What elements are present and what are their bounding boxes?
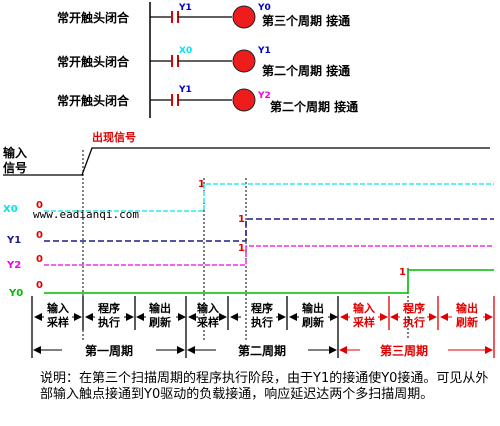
svg-text:输出: 输出 <box>149 301 171 315</box>
waveform-x0 <box>44 183 494 212</box>
output-lamp <box>232 88 256 112</box>
rung-result-label: 第二个周期 接通 <box>270 99 358 114</box>
signal-appears-label: 出现信号 <box>92 130 136 144</box>
output-lamp <box>232 5 256 29</box>
svg-text:程序: 程序 <box>403 301 425 315</box>
ladder-rung-1: 常开触头闭合 Y1 Y0 第三个周期 接通 <box>57 3 350 29</box>
contact-label: X0 <box>179 46 192 56</box>
signal-high-y0: 1 <box>399 267 406 278</box>
watermark-text: www.eadianqi.com <box>33 208 139 221</box>
contact-label: Y1 <box>178 85 192 95</box>
signal-high-x0: 1 <box>198 179 205 190</box>
signal-name-x0: X0 <box>3 204 18 215</box>
svg-text:输入: 输入 <box>197 301 219 315</box>
signal-name-y1: Y1 <box>6 235 21 246</box>
svg-text:输出: 输出 <box>456 301 478 315</box>
explanation-caption: 说明：在第三个扫描周期的程序执行阶段，由于Y1的接通使Y0接通。可见从外部输入触… <box>40 371 489 402</box>
waveform-y2 <box>44 245 494 266</box>
svg-text:刷新: 刷新 <box>149 315 171 329</box>
svg-text:输入: 输入 <box>353 301 375 315</box>
svg-text:采样: 采样 <box>46 315 69 329</box>
cycle-label-1: 第一周期 <box>85 343 133 358</box>
output-lamp <box>232 49 256 73</box>
svg-text:执行: 执行 <box>251 315 273 329</box>
rung-result-label: 第二个周期 接通 <box>262 63 350 78</box>
phase-labels-cycle-3: 输入 采样 程序 执行 输出 刷新 <box>352 301 478 329</box>
coil-label: Y2 <box>257 91 271 101</box>
signal-name-y0: Y0 <box>8 288 23 299</box>
waveform-y0 <box>44 269 494 294</box>
signal-low-y2: 0 <box>36 254 43 265</box>
signal-name-y2: Y2 <box>6 260 21 271</box>
phase-tick-lines <box>31 296 495 358</box>
ladder-rung-3: 常开触头闭合 Y1 Y2 第二个周期 接通 <box>57 85 358 114</box>
signal-high-y2: 1 <box>238 243 245 254</box>
svg-text:输出: 输出 <box>302 301 324 315</box>
coil-label: Y0 <box>257 3 271 13</box>
signal-low-y1: 0 <box>36 230 43 241</box>
ladder-rung-2: 常开触头闭合 X0 Y1 第二个周期 接通 <box>57 46 350 78</box>
svg-text:程序: 程序 <box>98 301 120 315</box>
waveform-y1 <box>44 218 494 242</box>
svg-text:采样: 采样 <box>352 315 375 329</box>
signal-low-x0: 0 <box>36 200 43 211</box>
rung-condition-label: 常开触头闭合 <box>57 54 130 69</box>
cycle-label-3: 第三周期 <box>380 343 428 358</box>
input-signal-waveform <box>3 147 490 176</box>
svg-text:刷新: 刷新 <box>456 315 478 329</box>
svg-text:刷新: 刷新 <box>302 315 324 329</box>
signal-high-y1: 1 <box>238 214 245 225</box>
coil-label: Y1 <box>257 46 271 56</box>
svg-text:执行: 执行 <box>98 315 120 329</box>
signal-low-y0: 0 <box>36 280 43 291</box>
phase-labels-cycle-1: 输入 采样 程序 执行 输出 刷新 <box>46 301 171 329</box>
rung-condition-label: 常开触头闭合 <box>57 10 130 25</box>
rung-result-label: 第三个周期 接通 <box>262 13 350 28</box>
svg-text:执行: 执行 <box>403 315 425 329</box>
rung-condition-label: 常开触头闭合 <box>57 93 130 108</box>
cycle-label-2: 第二周期 <box>238 343 286 358</box>
input-signal-label-line1: 输入 <box>3 145 27 160</box>
svg-text:采样: 采样 <box>196 315 219 329</box>
svg-text:输入: 输入 <box>47 301 69 315</box>
svg-text:程序: 程序 <box>251 301 273 315</box>
phase-labels-cycle-2: 输入 采样 程序 执行 输出 刷新 <box>196 301 324 329</box>
input-signal-label-line2: 信号 <box>3 160 27 175</box>
contact-label: Y1 <box>178 3 192 13</box>
